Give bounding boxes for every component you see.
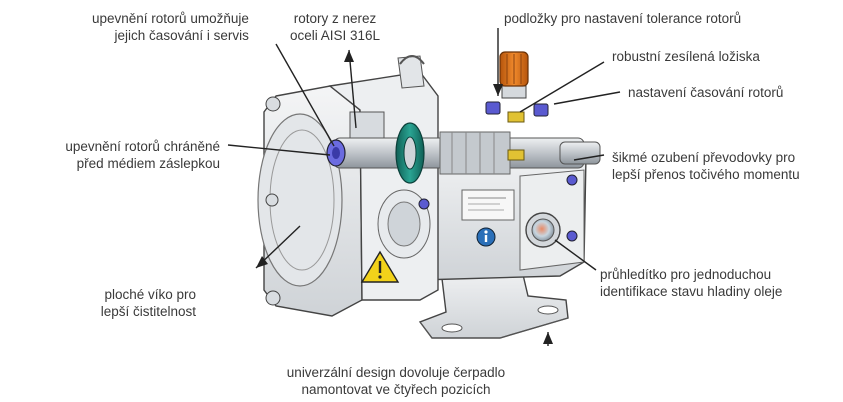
flat-cover <box>257 85 363 317</box>
label-rotor-mount-timing: upevnění rotorů umožňuje jejich časování… <box>92 11 249 43</box>
label-helical-gearing: šikmé ozubení převodovky pro lepší přeno… <box>612 150 800 182</box>
rotor-bolt <box>326 139 346 167</box>
label-timing-adjust: nastavení časování rotorů <box>628 85 784 100</box>
bearing-parts <box>485 101 549 161</box>
label-shims: podložky pro nastavení tolerance rotorů <box>504 11 742 26</box>
oil-fill-cap <box>499 51 529 99</box>
label-universal-design: univerzální design dovoluje čerpadlo nam… <box>286 365 506 397</box>
warning-triangle-icon <box>360 250 400 283</box>
label-flat-cover: ploché víko pro lepší čistitelnost <box>100 287 196 319</box>
leader-arrows <box>256 50 553 344</box>
drive-shaft <box>333 131 601 175</box>
label-rotors-steel: rotory z nerez oceli AISI 316L <box>290 11 381 43</box>
seal-ring <box>395 122 425 184</box>
oil-sight-glass-icon <box>525 212 561 248</box>
label-sight-glass: průhledítko pro jednoduchou identifikace… <box>600 267 783 299</box>
info-icon <box>476 227 496 247</box>
label-rotor-mount-protected: upevnění rotorů chráněné před médiem zás… <box>65 139 220 171</box>
label-bearings: robustní zesílená ložiska <box>612 49 760 64</box>
